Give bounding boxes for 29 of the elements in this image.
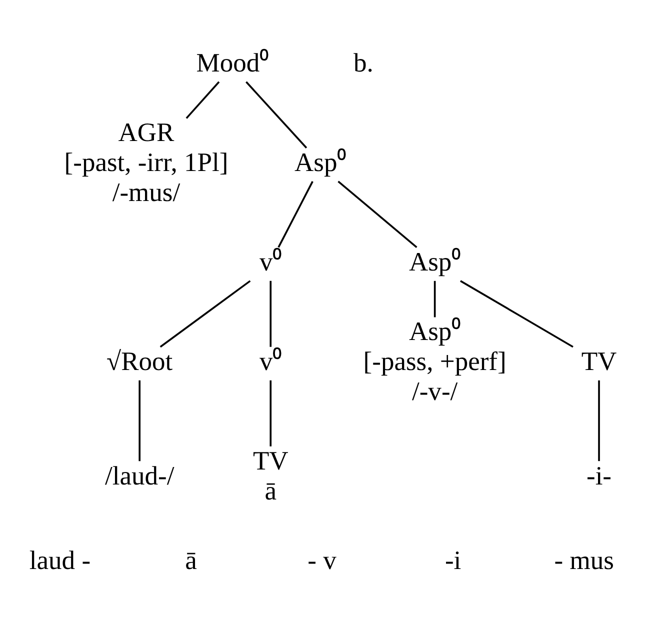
- connector: [186, 80, 220, 118]
- label: - mus: [554, 544, 614, 575]
- connector: [246, 80, 308, 148]
- connector: [270, 280, 272, 346]
- connector: [598, 380, 600, 461]
- node-text: AGR [-past, -irr, 1Pl] /-mus/: [64, 116, 228, 206]
- label: b.: [354, 47, 374, 78]
- connector: [160, 280, 251, 348]
- node-text: TV: [581, 346, 617, 376]
- connector: [270, 380, 272, 446]
- node-text: -i-: [586, 460, 612, 490]
- node-text: Asp⁰ [-pass, +perf] /-v-/: [363, 316, 506, 406]
- connector: [278, 180, 314, 248]
- node-text: Asp⁰: [408, 246, 461, 276]
- connector: [434, 280, 436, 317]
- connector: [338, 180, 418, 248]
- node-text: Mood⁰: [196, 47, 269, 78]
- node-text: Asp⁰: [294, 146, 346, 177]
- node-text: TV ā: [252, 445, 288, 505]
- node-text: √Root: [106, 346, 173, 376]
- node-text: /laud-/: [104, 460, 174, 490]
- node-text: v⁰: [259, 346, 282, 376]
- label: -i: [444, 544, 462, 575]
- connector: [460, 280, 574, 348]
- label: laud -: [29, 544, 91, 575]
- label: ā: [185, 544, 197, 575]
- connector: [138, 380, 141, 461]
- node-text: v⁰: [259, 246, 282, 276]
- label: - v: [308, 544, 336, 575]
